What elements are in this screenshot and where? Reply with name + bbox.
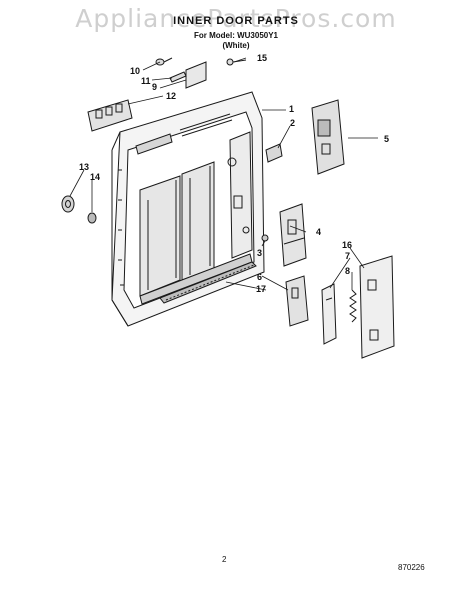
- callout-3: 3: [257, 248, 263, 258]
- callout-9: 9: [152, 82, 158, 92]
- small-screw: [155, 57, 173, 66]
- callout-4: 4: [316, 227, 322, 237]
- page-number: 2: [222, 555, 227, 564]
- handle-bracket: [87, 99, 133, 132]
- cover-plate: [185, 61, 207, 89]
- bottom-gasket-strip: [159, 261, 257, 304]
- callout-12: 12: [166, 91, 177, 101]
- callout-11: 11: [141, 76, 151, 86]
- lower-latch: [285, 275, 309, 327]
- callout-15: 15: [257, 53, 268, 63]
- latch-assembly: [279, 203, 307, 267]
- page-title: INNER DOOR PARTS: [173, 15, 299, 27]
- callout-8: 8: [345, 266, 351, 276]
- callout-13: 13: [79, 162, 90, 172]
- dispenser-housing: [311, 99, 345, 175]
- callout-7: 7: [345, 251, 351, 261]
- liner-panel: [359, 255, 395, 359]
- callout-6: 6: [257, 272, 263, 282]
- watermark: AppliancePartsPros.com: [75, 4, 397, 33]
- document-number: 870226: [398, 563, 425, 572]
- model-label: For Model: WU3050Y1: [193, 31, 278, 40]
- small-fastener: [261, 234, 269, 242]
- callout-10: 10: [130, 66, 141, 76]
- spring: [349, 289, 357, 323]
- callout-16: 16: [342, 240, 353, 250]
- latch-clip: [265, 143, 283, 163]
- nut: [87, 212, 97, 224]
- callout-2: 2: [290, 118, 296, 128]
- strike-bracket: [321, 283, 337, 345]
- color-label: (White): [222, 41, 250, 50]
- callout-1: 1: [289, 104, 295, 114]
- inner-door-panel: [111, 91, 265, 327]
- clip: [169, 71, 187, 83]
- screw: [226, 58, 247, 66]
- leader-lines: [69, 57, 378, 291]
- callout-5: 5: [384, 134, 390, 144]
- knob: [61, 195, 75, 213]
- callout-17: 17: [256, 284, 267, 294]
- callout-14: 14: [90, 172, 101, 182]
